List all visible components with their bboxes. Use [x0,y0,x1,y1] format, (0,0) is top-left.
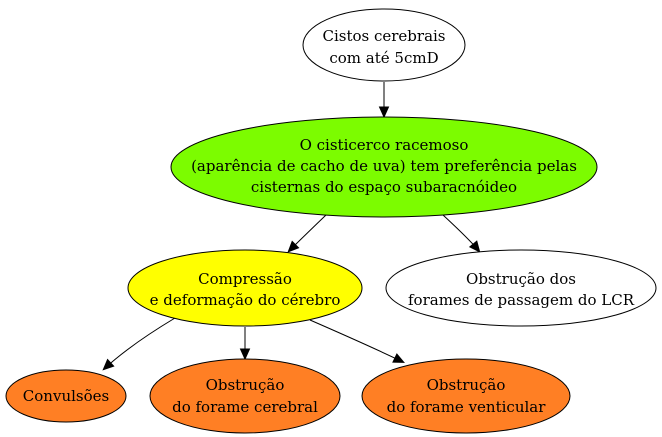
edge-compressao-to-convulsoes [102,317,176,371]
node-obstrucao-forames-line1: Obstrução dos [466,270,576,288]
node-obstrucao-venticular: Obstrução do forame venticular [361,358,571,434]
node-obstrucao-cerebral-line1: Obstrução [206,376,285,394]
node-obstrucao-forames-line2: forames de passagem do LCR [408,291,635,309]
node-compressao-shape [127,249,363,327]
node-cisticerco-racemoso: O cisticerco racemoso (aparência de cach… [170,116,598,218]
node-compressao-line1: Compressão [198,270,292,288]
node-cisticerco-shape [170,116,598,218]
node-cistos-shape [302,8,466,82]
node-obstrucao-forames: Obstrução dos forames de passagem do LCR [385,249,657,327]
node-obstrucao-venticular-line1: Obstrução [427,376,506,394]
arrowhead-icon [102,358,115,371]
edges-layer [102,81,481,371]
edge-compressao-to-obstrucao_cerebral [239,327,251,361]
arrowhead-icon [378,106,390,119]
edge-cistos-to-cisticerco [378,81,390,119]
arrowhead-icon [392,353,405,363]
node-compressao-line2: e deformação do cérebro [150,291,341,309]
edge-line [309,319,404,363]
edge-compressao-to-obstrucao_venticular [309,319,405,363]
node-cistos-line1: Cistos cerebrais [322,27,445,45]
node-obstrucao-cerebral: Obstrução do forame cerebral [149,358,341,434]
node-convulsoes-shape [5,369,127,423]
edge-cisticerco-to-compressao [287,214,327,253]
node-obstrucao-cerebral-line2: do forame cerebral [172,398,318,416]
node-obstrucao-venticular-shape [361,358,571,434]
edge-cisticerco-to-obstrucao_forames [442,214,481,253]
arrowhead-icon [287,240,300,253]
node-obstrucao-venticular-line2: do forame venticular [387,398,547,416]
node-convulsoes: Convulsões [5,369,127,423]
arrowhead-icon [468,240,481,253]
node-compressao: Compressão e deformação do cérebro [127,249,363,327]
arrowhead-icon [239,348,251,361]
edge-line [103,317,176,370]
node-cisticerco-line1: O cisticerco racemoso [300,136,469,154]
node-cistos-line2: com até 5cmD [329,49,438,67]
node-convulsoes-line1: Convulsões [23,387,109,405]
node-cisticerco-line2: (aparência de cacho de uva) tem preferên… [191,157,577,175]
node-obstrucao-forames-shape [385,249,657,327]
node-obstrucao-cerebral-shape [149,358,341,434]
node-cistos-cerebrais: Cistos cerebrais com até 5cmD [302,8,466,82]
node-cisticerco-line3: cisternas do espaço subaracnóideo [251,178,517,196]
